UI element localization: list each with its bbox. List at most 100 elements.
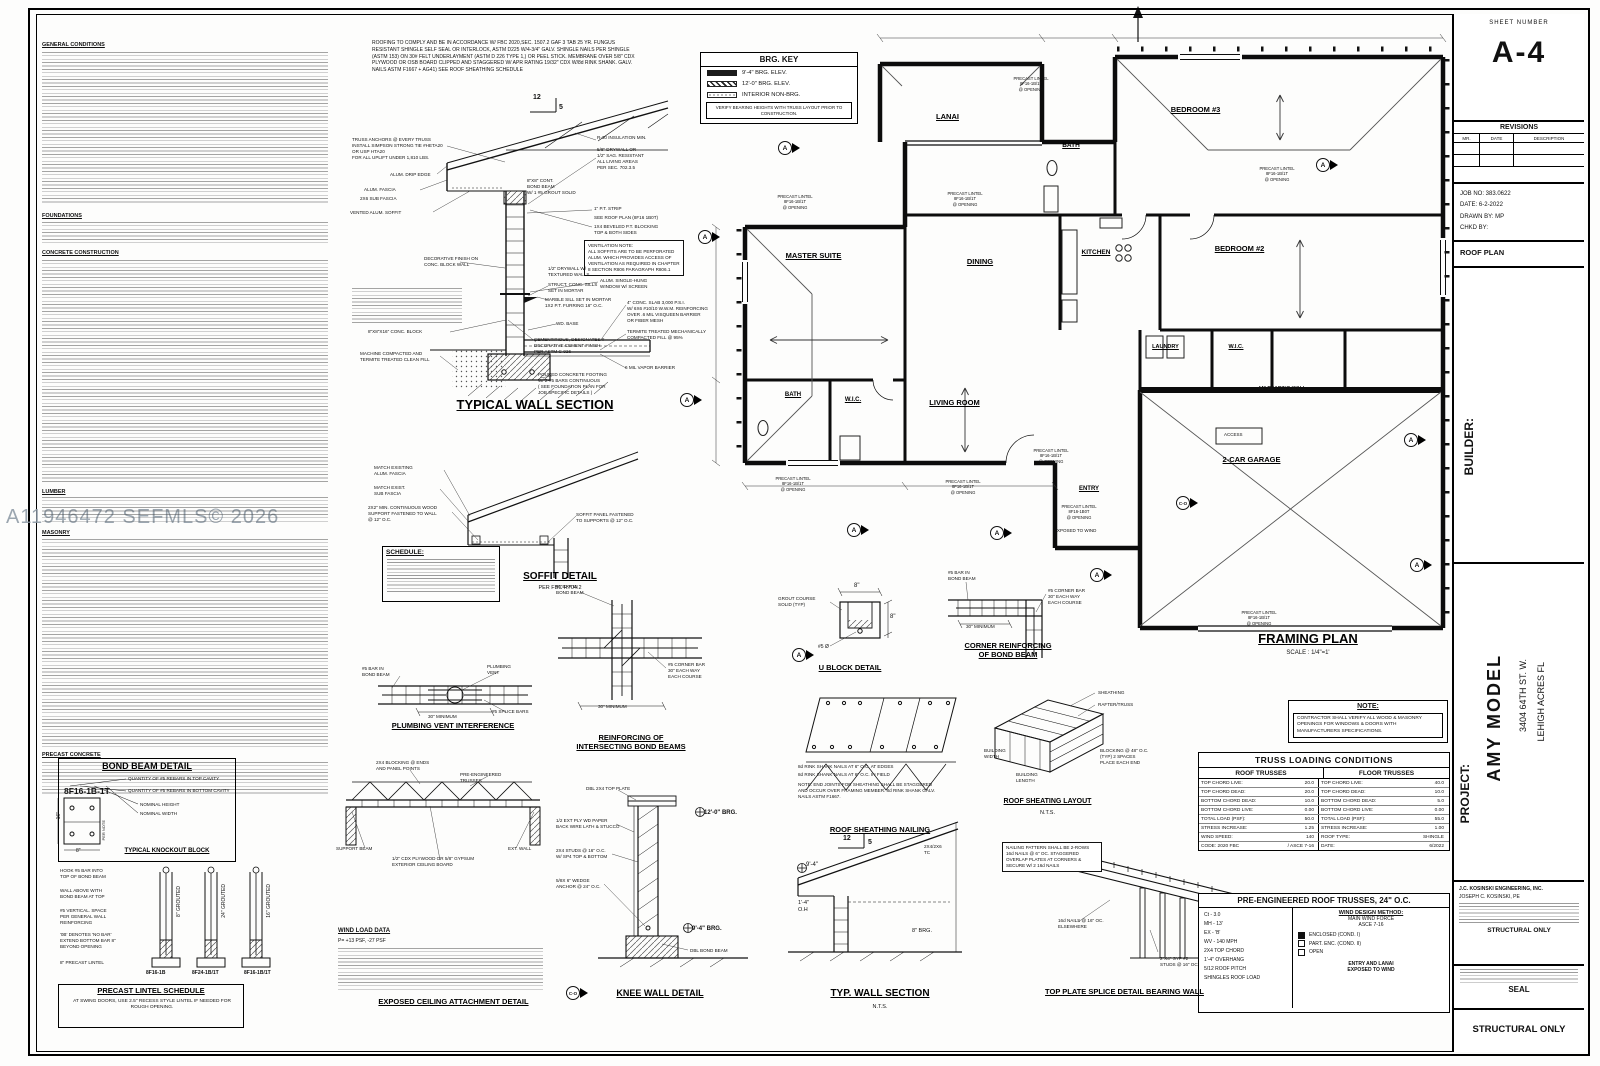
bond-beam-detail-box [58,758,236,862]
brg-key-row: 9'-4" BRG. ELEV. [701,67,857,78]
truss-cell: 1.25 [1275,824,1319,832]
floor-plan-openings [742,54,1446,632]
truss-cell: 20.0 [1275,779,1319,787]
seal-section: SEAL [1454,966,1584,1010]
dotted-bar-swatch [707,91,737,98]
project-section: PROJECT: AMY MODEL 3404 64TH ST. W. LEHI… [1454,564,1584,882]
sheet-title-section: ROOF PLAN [1454,242,1584,268]
precast-lintel-schedule-note: AT SWING DOORS, USE 2.5" RECESS STYLE LI… [73,999,231,1011]
enclosure-checklist: ENCLOSED (COND. I) PART. ENC. (COND. II)… [1298,931,1444,957]
brg-key-note: VERIFY BEARING HEIGHTS WITH TRUSS LAYOUT… [706,102,852,120]
rev-col-date: DATE [1480,134,1514,142]
truss-cell: / ASCE 7-16 [1275,842,1319,850]
floor-plan-fixtures [757,160,1263,461]
hatched-bar-swatch [707,80,737,87]
preeng-note: ENTRY AND LANAI EXPOSED TO WIND [1347,960,1395,973]
enclosure-label: ENCLOSED (COND. I) [1309,932,1361,938]
truss-cell: TOTAL LOAD (PSF): [1201,816,1246,822]
wind-load-data-lines [338,948,543,990]
truss-cell: STRESS INCREASE: [1321,825,1368,831]
truss-cell: TOP CHORD LIVE: [1321,780,1363,786]
revisions-section: REVISIONS MR. DATE DESCRIPTION [1454,122,1584,184]
notes-text-lines [42,539,328,747]
builder-label: BUILDER: [1462,418,1476,476]
floor-plan-hips [746,58,1442,627]
truss-table-subheader: ROOF TRUSSES FLOOR TRUSSES [1199,768,1449,779]
truss-cell: 20.0 [1275,788,1319,796]
revisions-empty-row [1454,143,1584,155]
truss-loading-table: TRUSS LOADING CONDITIONS ROOF TRUSSES FL… [1198,752,1450,851]
preeng-spec-item: WV - 140 MPH [1204,939,1238,945]
wind-design-method-line: MAIN WIND FORCE [1347,916,1395,922]
checkbox-empty-icon [1298,940,1305,948]
job-date: DATE: 6-2-2022 [1460,202,1503,209]
truss-cell: BOTTOM CHORD LIVE: [1321,807,1374,813]
schedule-lines [387,559,495,593]
preeng-spec-item: 2X4 TOP CHORD [1204,948,1245,954]
truss-cell: 50.0 [1275,815,1319,823]
truss-table-title: TRUSS LOADING CONDITIONS [1199,753,1449,768]
truss-cell: TOP CHORD LIVE: [1201,780,1243,786]
brg-key-title: BRG. KEY [701,53,857,67]
sheet-number-section: SHEET NUMBER A-4 [1454,14,1584,122]
structural-only-footer: STRUCTURAL ONLY [1472,1024,1566,1035]
truss-cell: DATE: [1321,843,1335,849]
engineer-address-lines [1459,903,1579,923]
knockout-columns-drawing [151,866,271,968]
engineer-section: J.C. KOSINSKI ENGINEERING, INC. JOSEPH C… [1454,882,1584,966]
truss-cell: BOTTOM CHORD DEAD: [1321,798,1377,804]
project-address-line2: LEHIGH ACRES FL [1536,662,1546,742]
truss-cell: CODE: 2020 FBC [1201,843,1240,849]
brg-key-label: 9'-4" BRG. ELEV. [742,69,787,76]
truss-cell: 140 [1275,833,1319,841]
truss-cell: TOTAL LOAD (PSF): [1321,816,1366,822]
drawn-by: DRAWN BY: MP [1460,213,1505,220]
truss-cell: 6/2022 [1429,843,1444,849]
corner-reinforcing-drawing [948,581,1047,658]
preeng-title: PRE-ENGINEERED ROOF TRUSSES, 24" O.C. [1199,894,1449,908]
notes-text-lines [42,52,328,204]
typ-wall-section-drawing [788,821,962,962]
brg-key-label: 12'-0" BRG. ELEV. [742,80,791,87]
notes-text-lines [42,762,328,794]
revisions-header-row: MR. DATE DESCRIPTION [1454,134,1584,143]
sheet-outer-border [28,8,1590,1056]
engineer-pe: JOSEPH C. KOSINSKI, PE [1459,893,1520,900]
knee-wall-drawing [598,789,748,968]
contractor-note-box: NOTE: CONTRACTOR SHALL VERIFY ALL WOOD &… [1288,700,1448,744]
preeng-spec-item: Ct - 3.0 [1204,912,1221,918]
preeng-right: WIND DESIGN METHOD: MAIN WIND FORCE ASCE… [1293,908,1449,1008]
project-address-line1: 3404 64TH ST. W. [1518,659,1528,733]
seal-cert-lines [1460,969,1578,983]
u-block-drawing [829,587,893,647]
enclosure-label: PART. ENC. (COND. II) [1309,940,1362,947]
soffit-detail-drawing [439,451,639,578]
roof-sheating-layout-drawing [993,692,1105,773]
enclosure-option: PART. ENC. (COND. II) [1298,940,1444,949]
enclosure-option: ENCLOSED (COND. I) [1298,931,1444,940]
project-label: PROJECT: [1458,764,1472,824]
truss-cell: 10.0 [1434,789,1444,795]
truss-cell: SHINGLE [1422,834,1444,840]
notes-text-lines [42,222,328,244]
truss-cell: 10.0 [1275,797,1319,805]
preeng-spec-item: 5/12 ROOF PITCH [1204,966,1246,972]
sheet-number: A-4 [1491,36,1547,69]
preeng-trusses-box: PRE-ENGINEERED ROOF TRUSSES, 24" O.C. Ct… [1198,893,1450,1013]
roof-sheathing-nailing-drawing [805,697,957,791]
checked-by: CHKD BY: [1460,225,1489,232]
intersecting-bond-beams-drawing [558,591,702,711]
brg-key-row: INTERIOR NON-BRG. [701,89,857,100]
typical-wall-section-drawing [419,98,669,401]
seal-label: SEAL [1508,985,1530,994]
